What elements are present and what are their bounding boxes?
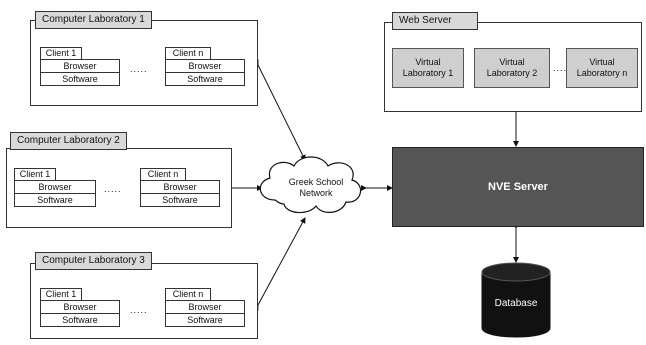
lab1-client-1-browser: Browser [40, 59, 120, 73]
network-label-line1: Greek School [288, 177, 344, 187]
virtual-lab-n: Virtual Laboratory n [566, 48, 638, 88]
link-lab1-network [253, 59, 306, 161]
virtual-lab-2-line1: Virtual [499, 57, 525, 67]
network-label: Greek School Network [274, 177, 358, 199]
database-label: Database [494, 298, 538, 309]
link-lab3-network [252, 217, 306, 311]
lab3-client-1-software: Software [40, 313, 120, 327]
computer-lab-2-title: Computer Laboratory 2 [10, 132, 127, 150]
lab1-client-n-browser: Browser [165, 59, 245, 73]
computer-lab-3-title: Computer Laboratory 3 [35, 252, 152, 270]
virtual-lab-1-line1: Virtual [415, 57, 441, 67]
virtual-lab-1: Virtual Laboratory 1 [392, 48, 464, 88]
lab2-client-n-browser: Browser [140, 180, 220, 194]
lab1-client-n-software: Software [165, 72, 245, 86]
lab1-client-1-software: Software [40, 72, 120, 86]
network-cloud [259, 156, 362, 214]
virtual-lab-n-line2: Laboratory n [576, 68, 628, 78]
virtual-lab-2: Virtual Laboratory 2 [474, 48, 550, 88]
lab2-client-1-software: Software [14, 193, 96, 207]
computer-lab-1-title: Computer Laboratory 1 [35, 11, 152, 29]
lab1-dots: ..... [130, 64, 148, 74]
virtual-lab-2-line2: Laboratory 2 [486, 68, 538, 78]
lab2-client-n-software: Software [140, 193, 220, 207]
lab2-dots: ..... [104, 184, 122, 194]
lab2-client-1-browser: Browser [14, 180, 96, 194]
web-server-dots: ..... [553, 63, 571, 73]
lab3-client-1-browser: Browser [40, 300, 120, 314]
database-cylinder [481, 262, 551, 338]
network-label-line2: Network [299, 188, 333, 198]
lab3-client-n-software: Software [165, 313, 245, 327]
virtual-lab-1-line2: Laboratory 1 [402, 68, 454, 78]
lab3-dots: ..... [130, 305, 148, 315]
nve-server-label: NVE Server [488, 181, 548, 193]
nve-server: NVE Server [392, 147, 644, 227]
web-server-title: Web Server [392, 12, 478, 30]
virtual-lab-n-line1: Virtual [589, 57, 615, 67]
lab3-client-n-browser: Browser [165, 300, 245, 314]
